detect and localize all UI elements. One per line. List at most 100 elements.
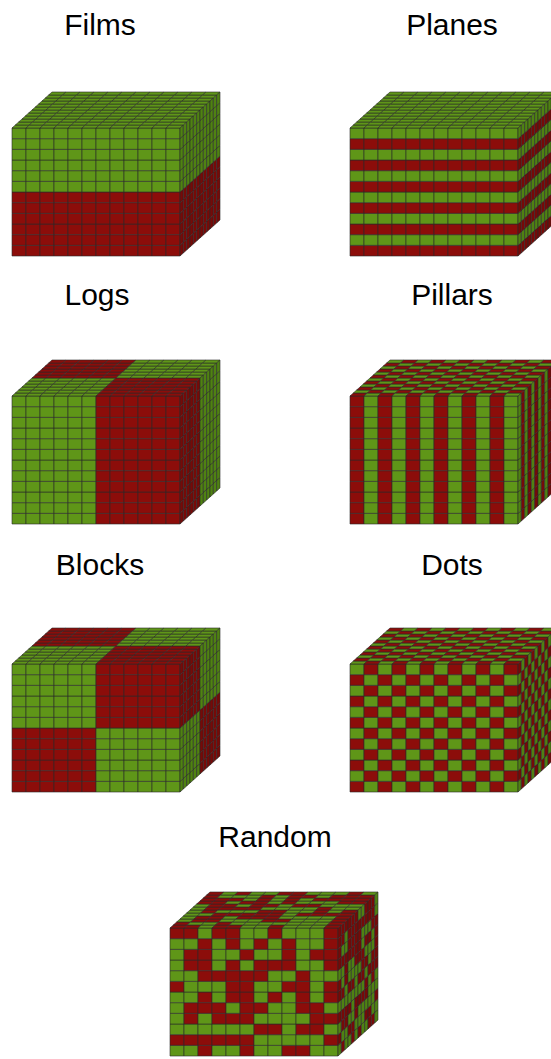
voxel-face (548, 366, 551, 380)
voxel-face (82, 235, 96, 246)
voxel-face (166, 139, 180, 150)
voxel-face (183, 390, 186, 404)
voxel-face (96, 513, 110, 524)
voxel-face (124, 160, 138, 171)
voxel-face (504, 460, 518, 471)
voxel-face (138, 685, 152, 696)
voxel-face (110, 449, 124, 460)
voxel-face (26, 439, 40, 450)
voxel-face (490, 503, 504, 514)
voxel-face (406, 471, 420, 482)
voxel-face (166, 171, 180, 182)
voxel-face (138, 707, 152, 718)
voxel-face (40, 149, 54, 160)
voxel-face (12, 503, 26, 514)
voxel-face (476, 417, 490, 428)
voxel-face (448, 224, 462, 235)
voxel-face (138, 760, 152, 771)
voxel-face (26, 192, 40, 203)
voxel-face (364, 149, 378, 160)
voxel-face (434, 213, 448, 224)
voxel-face (378, 139, 392, 150)
voxel-face (26, 160, 40, 171)
voxel-face (420, 460, 434, 471)
voxel-face (490, 460, 504, 471)
voxel-face (378, 513, 392, 524)
voxel-face (124, 675, 138, 686)
voxel-face (54, 171, 68, 182)
voxel-face (504, 149, 518, 160)
voxel-face (138, 203, 152, 214)
voxel-face (110, 760, 124, 771)
voxel-face (213, 95, 216, 109)
voxel-face (12, 707, 26, 718)
voxel-face (504, 439, 518, 450)
voxel-face (378, 192, 392, 203)
voxel-face (68, 781, 82, 792)
voxel-face (462, 513, 476, 524)
voxel-face (448, 449, 462, 460)
voxel-face (448, 417, 462, 428)
voxel-face (96, 749, 110, 760)
voxel-face (110, 224, 124, 235)
voxel-face (350, 213, 364, 224)
voxel-face (420, 492, 434, 503)
voxel-face (110, 396, 124, 407)
voxel-face (12, 139, 26, 150)
voxel-face (152, 224, 166, 235)
voxel-face (68, 696, 82, 707)
voxel-face (110, 417, 124, 428)
voxel-face (54, 471, 68, 482)
voxel-face (420, 481, 434, 492)
voxel-face (96, 696, 110, 707)
voxel-face (378, 407, 392, 418)
voxel-face (138, 160, 152, 171)
voxel-face (82, 675, 96, 686)
voxel-face (96, 449, 110, 460)
voxel-face (406, 160, 420, 171)
voxel-face (40, 728, 54, 739)
voxel-face (124, 407, 138, 418)
voxel-face (82, 664, 96, 675)
voxel-face (350, 181, 364, 192)
voxel-face (110, 771, 124, 782)
voxel-face (518, 393, 521, 407)
voxel-face (434, 428, 448, 439)
voxel-face (138, 128, 152, 139)
voxel-face (476, 407, 490, 418)
voxel-face (110, 428, 124, 439)
voxel-face (448, 203, 462, 214)
voxel-face (166, 192, 180, 203)
voxel-face (392, 481, 406, 492)
voxel-face (152, 417, 166, 428)
voxel-face (12, 192, 26, 203)
voxel-face (40, 428, 54, 439)
voxel-face (68, 513, 82, 524)
voxel-face (26, 396, 40, 407)
voxel-face (166, 203, 180, 214)
voxel-face (138, 439, 152, 450)
voxel-face (350, 471, 364, 482)
voxel-face (476, 235, 490, 246)
voxel-face (392, 513, 406, 524)
voxel-face (82, 149, 96, 160)
voxel-face (110, 460, 124, 471)
voxel-face (448, 492, 462, 503)
voxel-face (504, 407, 518, 418)
voxel-face (525, 119, 528, 133)
voxel-face (406, 428, 420, 439)
voxel-face (392, 171, 406, 182)
voxel-face (476, 460, 490, 471)
voxel-face (40, 664, 54, 675)
voxel-face (406, 213, 420, 224)
voxel-face (448, 471, 462, 482)
voxel-face (434, 171, 448, 182)
voxel-face (434, 460, 448, 471)
voxel-face (406, 128, 420, 139)
voxel-face (504, 513, 518, 524)
voxel-face (364, 181, 378, 192)
voxel-face (152, 396, 166, 407)
voxel-face (406, 513, 420, 524)
voxel-face (521, 122, 524, 136)
voxel-face (166, 396, 180, 407)
